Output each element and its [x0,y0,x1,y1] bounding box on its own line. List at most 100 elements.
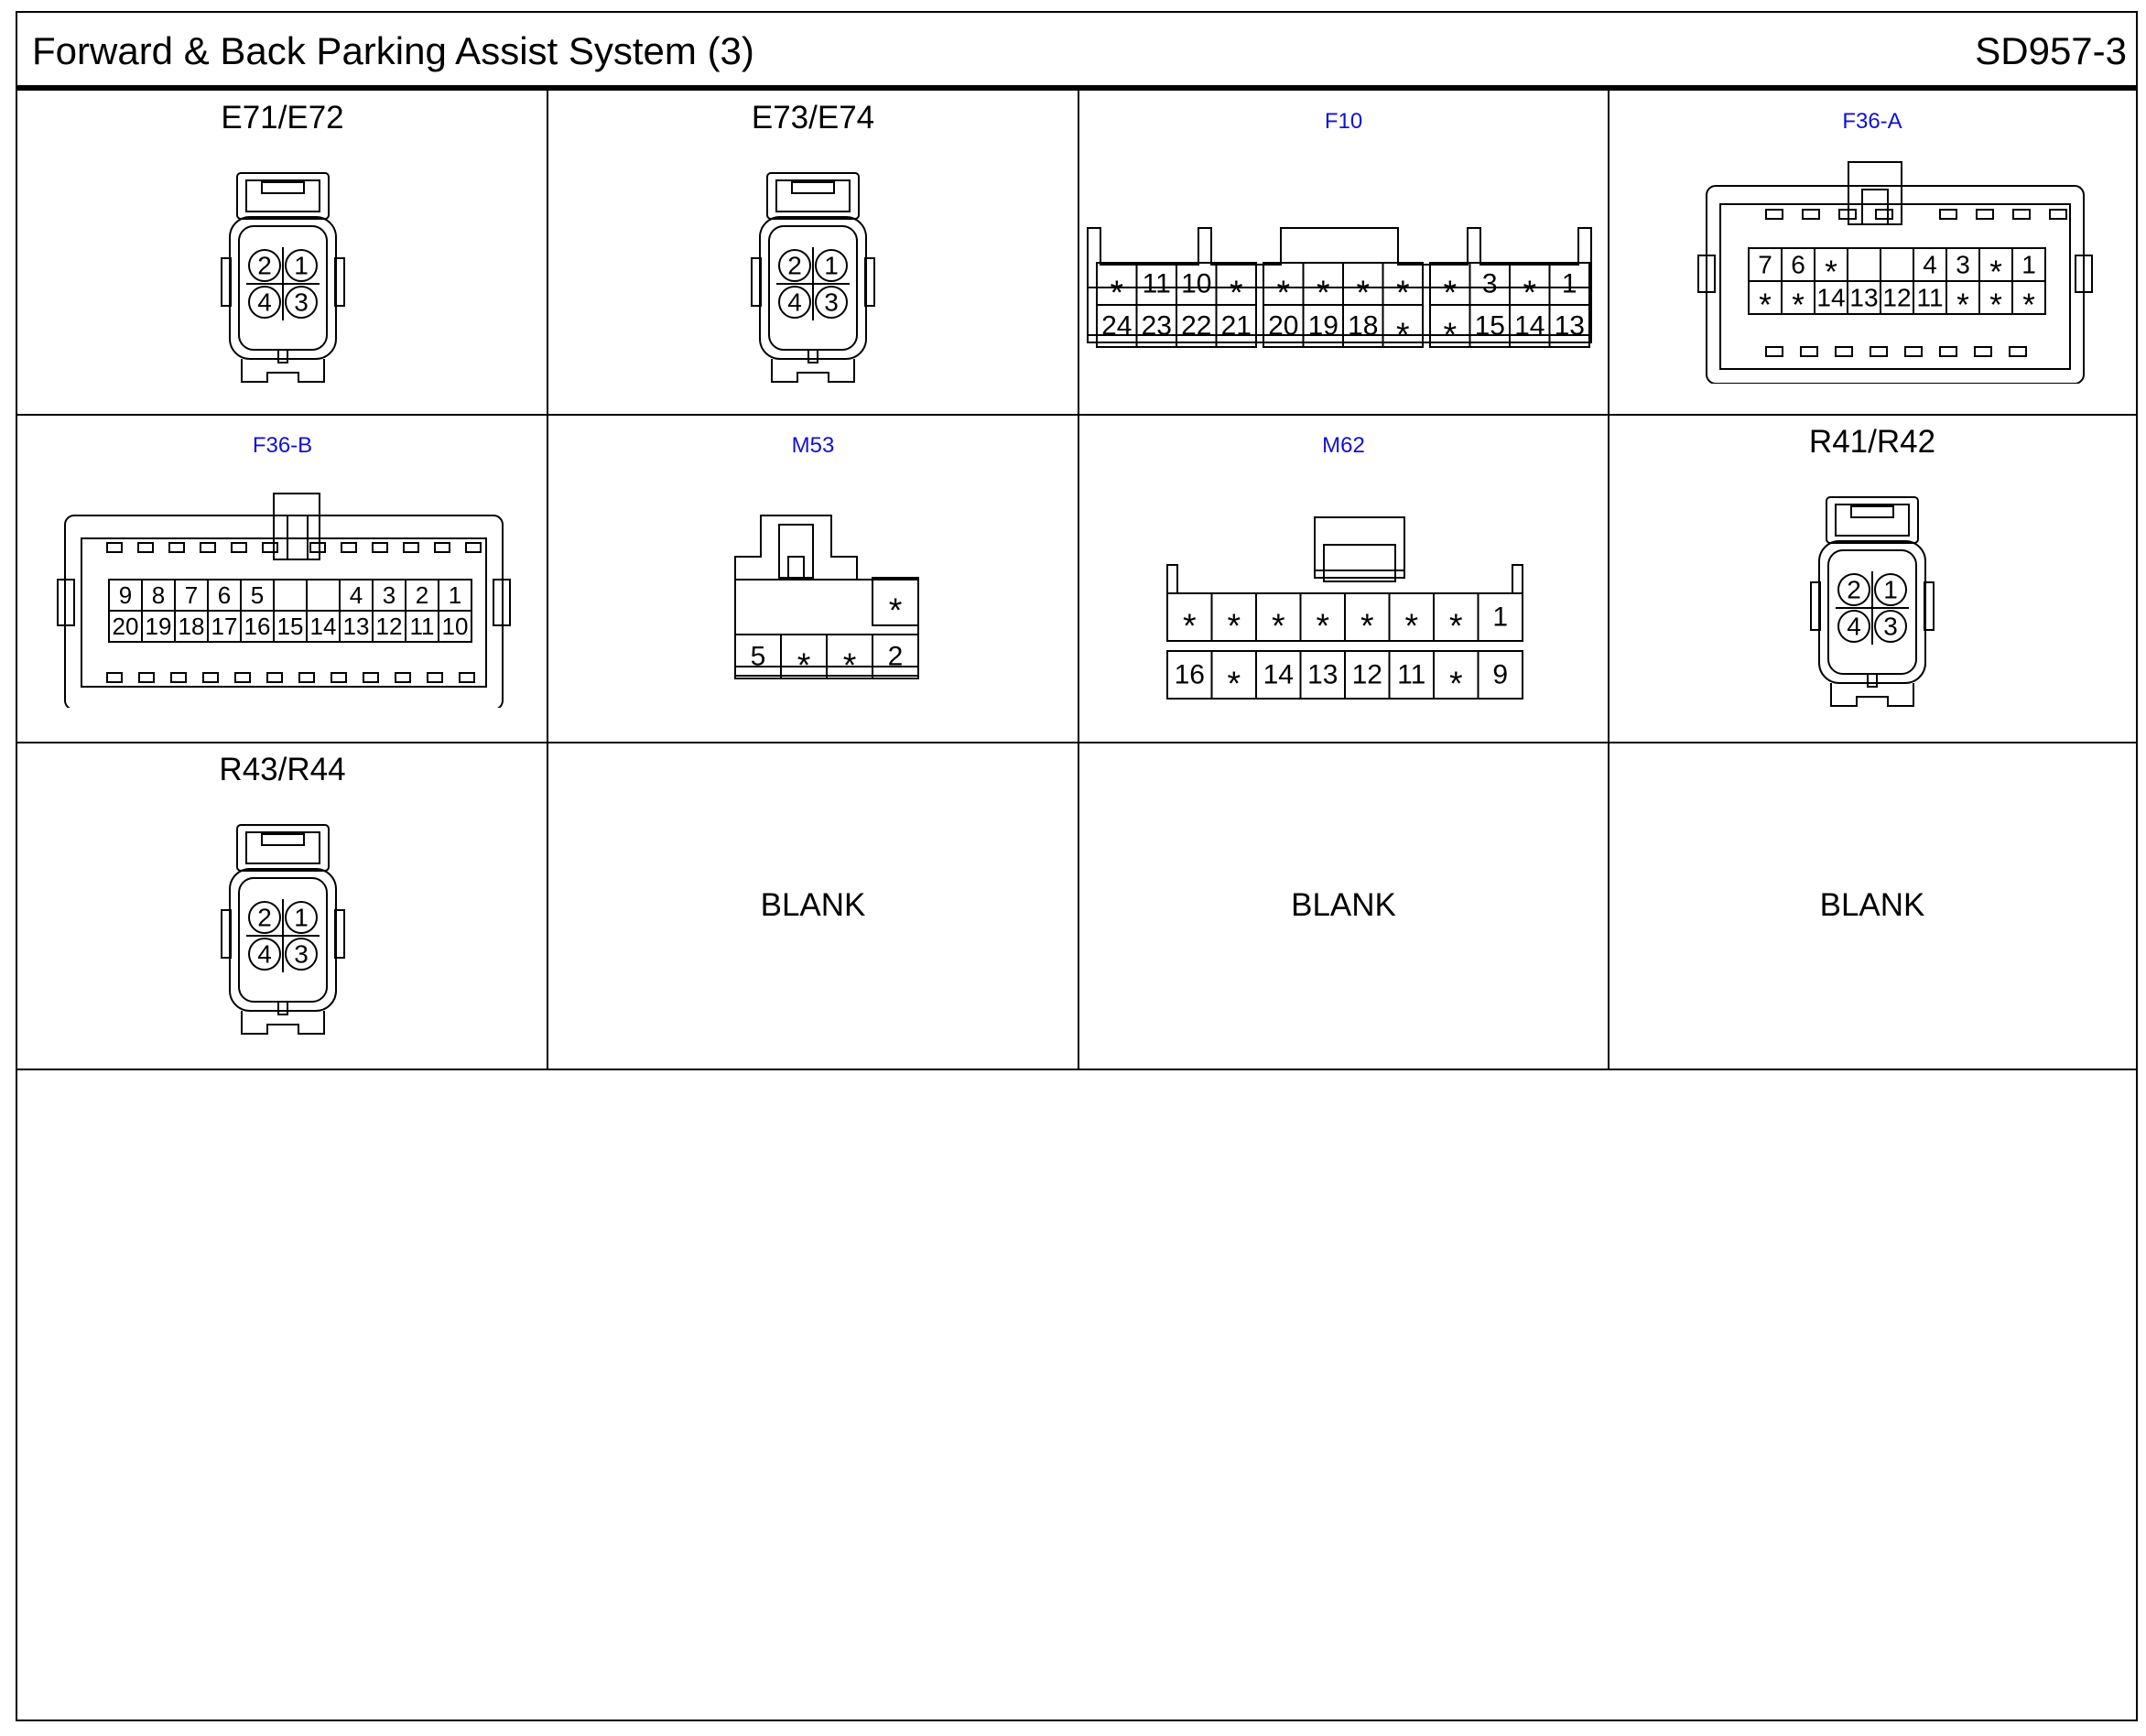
latch-tab [261,833,305,846]
pin-f10-r1g2-2: * [1523,273,1536,311]
terminal-bottom [106,672,123,683]
pin-f36b-r2-9: 11 [410,613,435,640]
pin-cell [1477,592,1523,642]
bottom-notch [1867,673,1878,688]
pin-f36b-r2-7: 13 [343,613,370,640]
latch-inner [1835,504,1910,537]
pin-f36b-r1-8: 3 [383,581,396,609]
pin-r41-2: 4 [1847,613,1861,641]
pin-r43-1: 1 [294,904,309,932]
terminal-top [262,542,278,553]
pin-f10-r2g1-0: 20 [1268,311,1298,342]
pin-cell [1548,304,1590,348]
pin-m53-r2-0: 5 [751,642,766,672]
pin-circle [285,249,318,282]
pin-m62-r2-2: 14 [1263,660,1294,690]
pin-f10-r2g0-3: 21 [1221,311,1252,342]
pin-f36b-r2-1: 19 [146,613,172,640]
pin-m62-r2-7: 9 [1492,660,1508,690]
pin-f36b-r1-7: 4 [350,581,363,609]
pin-m62-r2-0: 16 [1175,660,1205,690]
pin-m62-r1-0: * [1183,606,1197,645]
pin-r43-3: 3 [294,940,309,969]
pin-circle [815,286,848,319]
pin-f36a-r2-3: 13 [1849,284,1878,312]
latch-inner [1323,544,1396,582]
pin-circle [285,286,318,319]
pin-f36a-r2-1: * [1792,288,1805,323]
pin-circle [248,286,281,319]
pin-cell [438,610,472,643]
pin-m53-r2-1: * [797,646,811,684]
pin-f36a-r2-0: * [1759,288,1772,323]
pin-f36b-r2-10: 10 [442,613,469,640]
latch-tab [261,181,305,194]
pin-circle [1874,610,1907,643]
blank-label-2: BLANK [1291,887,1396,923]
pin-f36b-r2-2: 18 [179,613,205,640]
pin-f36a-r2-5: 11 [1916,284,1943,312]
pin-m62-r2-3: 13 [1307,660,1338,690]
blank-cell-2: BLANK [1078,743,1609,1069]
pin-circle [285,901,318,934]
pin-f36a-r1-0: 7 [1758,251,1772,279]
page-title: Forward & Back Parking Assist System (3) [32,29,754,72]
terminal-bottom [1835,346,1853,357]
pin-r41-3: 3 [1883,613,1898,641]
terminal-top [1802,209,1820,220]
connector-label-f36a: F36-A [1842,109,1902,134]
terminal-bottom [234,672,251,683]
pin-e71-3: 3 [294,288,309,317]
terminal-top [434,542,450,553]
pin-m62-r1-3: * [1316,606,1329,645]
latch-inner [775,179,851,212]
pin-cell [1847,247,1881,282]
pin-f36a-r1-1: 6 [1791,251,1805,279]
pin-e71-1: 1 [294,252,309,280]
pin-m62-r2-5: 11 [1397,660,1425,690]
pin-circle [248,938,281,971]
pin-f10-r2g2-2: 14 [1514,311,1544,342]
pin-e71-0: 2 [257,252,272,280]
side-rib-right [864,257,875,307]
pin-f10-r1g2-0: * [1443,273,1457,311]
pin-e73-2: 4 [787,288,802,317]
pin-m62-r1-5: * [1404,606,1418,645]
pin-f36b-r2-4: 16 [244,613,271,640]
bottom-foot [241,1011,325,1035]
terminal-bottom [427,672,443,683]
pin-m62-r2-4: 12 [1352,660,1382,690]
pin-f36b-r1-3: 6 [218,581,231,609]
grid-lines [17,91,2136,1070]
pin-e71-2: 4 [257,288,272,317]
pin-cell [273,579,308,612]
pin-f36a-r2-7: * [1989,288,2002,323]
terminal-bottom [170,672,187,683]
terminal-top [403,542,419,553]
pin-circle [248,901,281,934]
housing-right-post [1512,564,1523,631]
terminal-bottom [331,672,347,683]
connector-m53-drawing: *5**2 [734,515,919,684]
pin-f10-r1g0-1: 11 [1143,269,1171,299]
pin-m62-r2-6: * [1449,664,1463,702]
pin-r43-2: 4 [257,940,272,969]
bottom-foot [1830,683,1914,707]
blank-label-1: BLANK [760,887,866,923]
terminal-bottom [395,672,411,683]
connector-cell-m53: M53 *5**2 [547,415,1078,743]
housing-left-post [1166,564,1178,631]
terminal-bottom [202,672,219,683]
pin-f10-r1g1-0: * [1276,273,1290,311]
latch-tab [1850,505,1894,518]
pin-f10-r1g0-0: * [1110,273,1123,311]
terminal-bottom [1939,346,1957,357]
